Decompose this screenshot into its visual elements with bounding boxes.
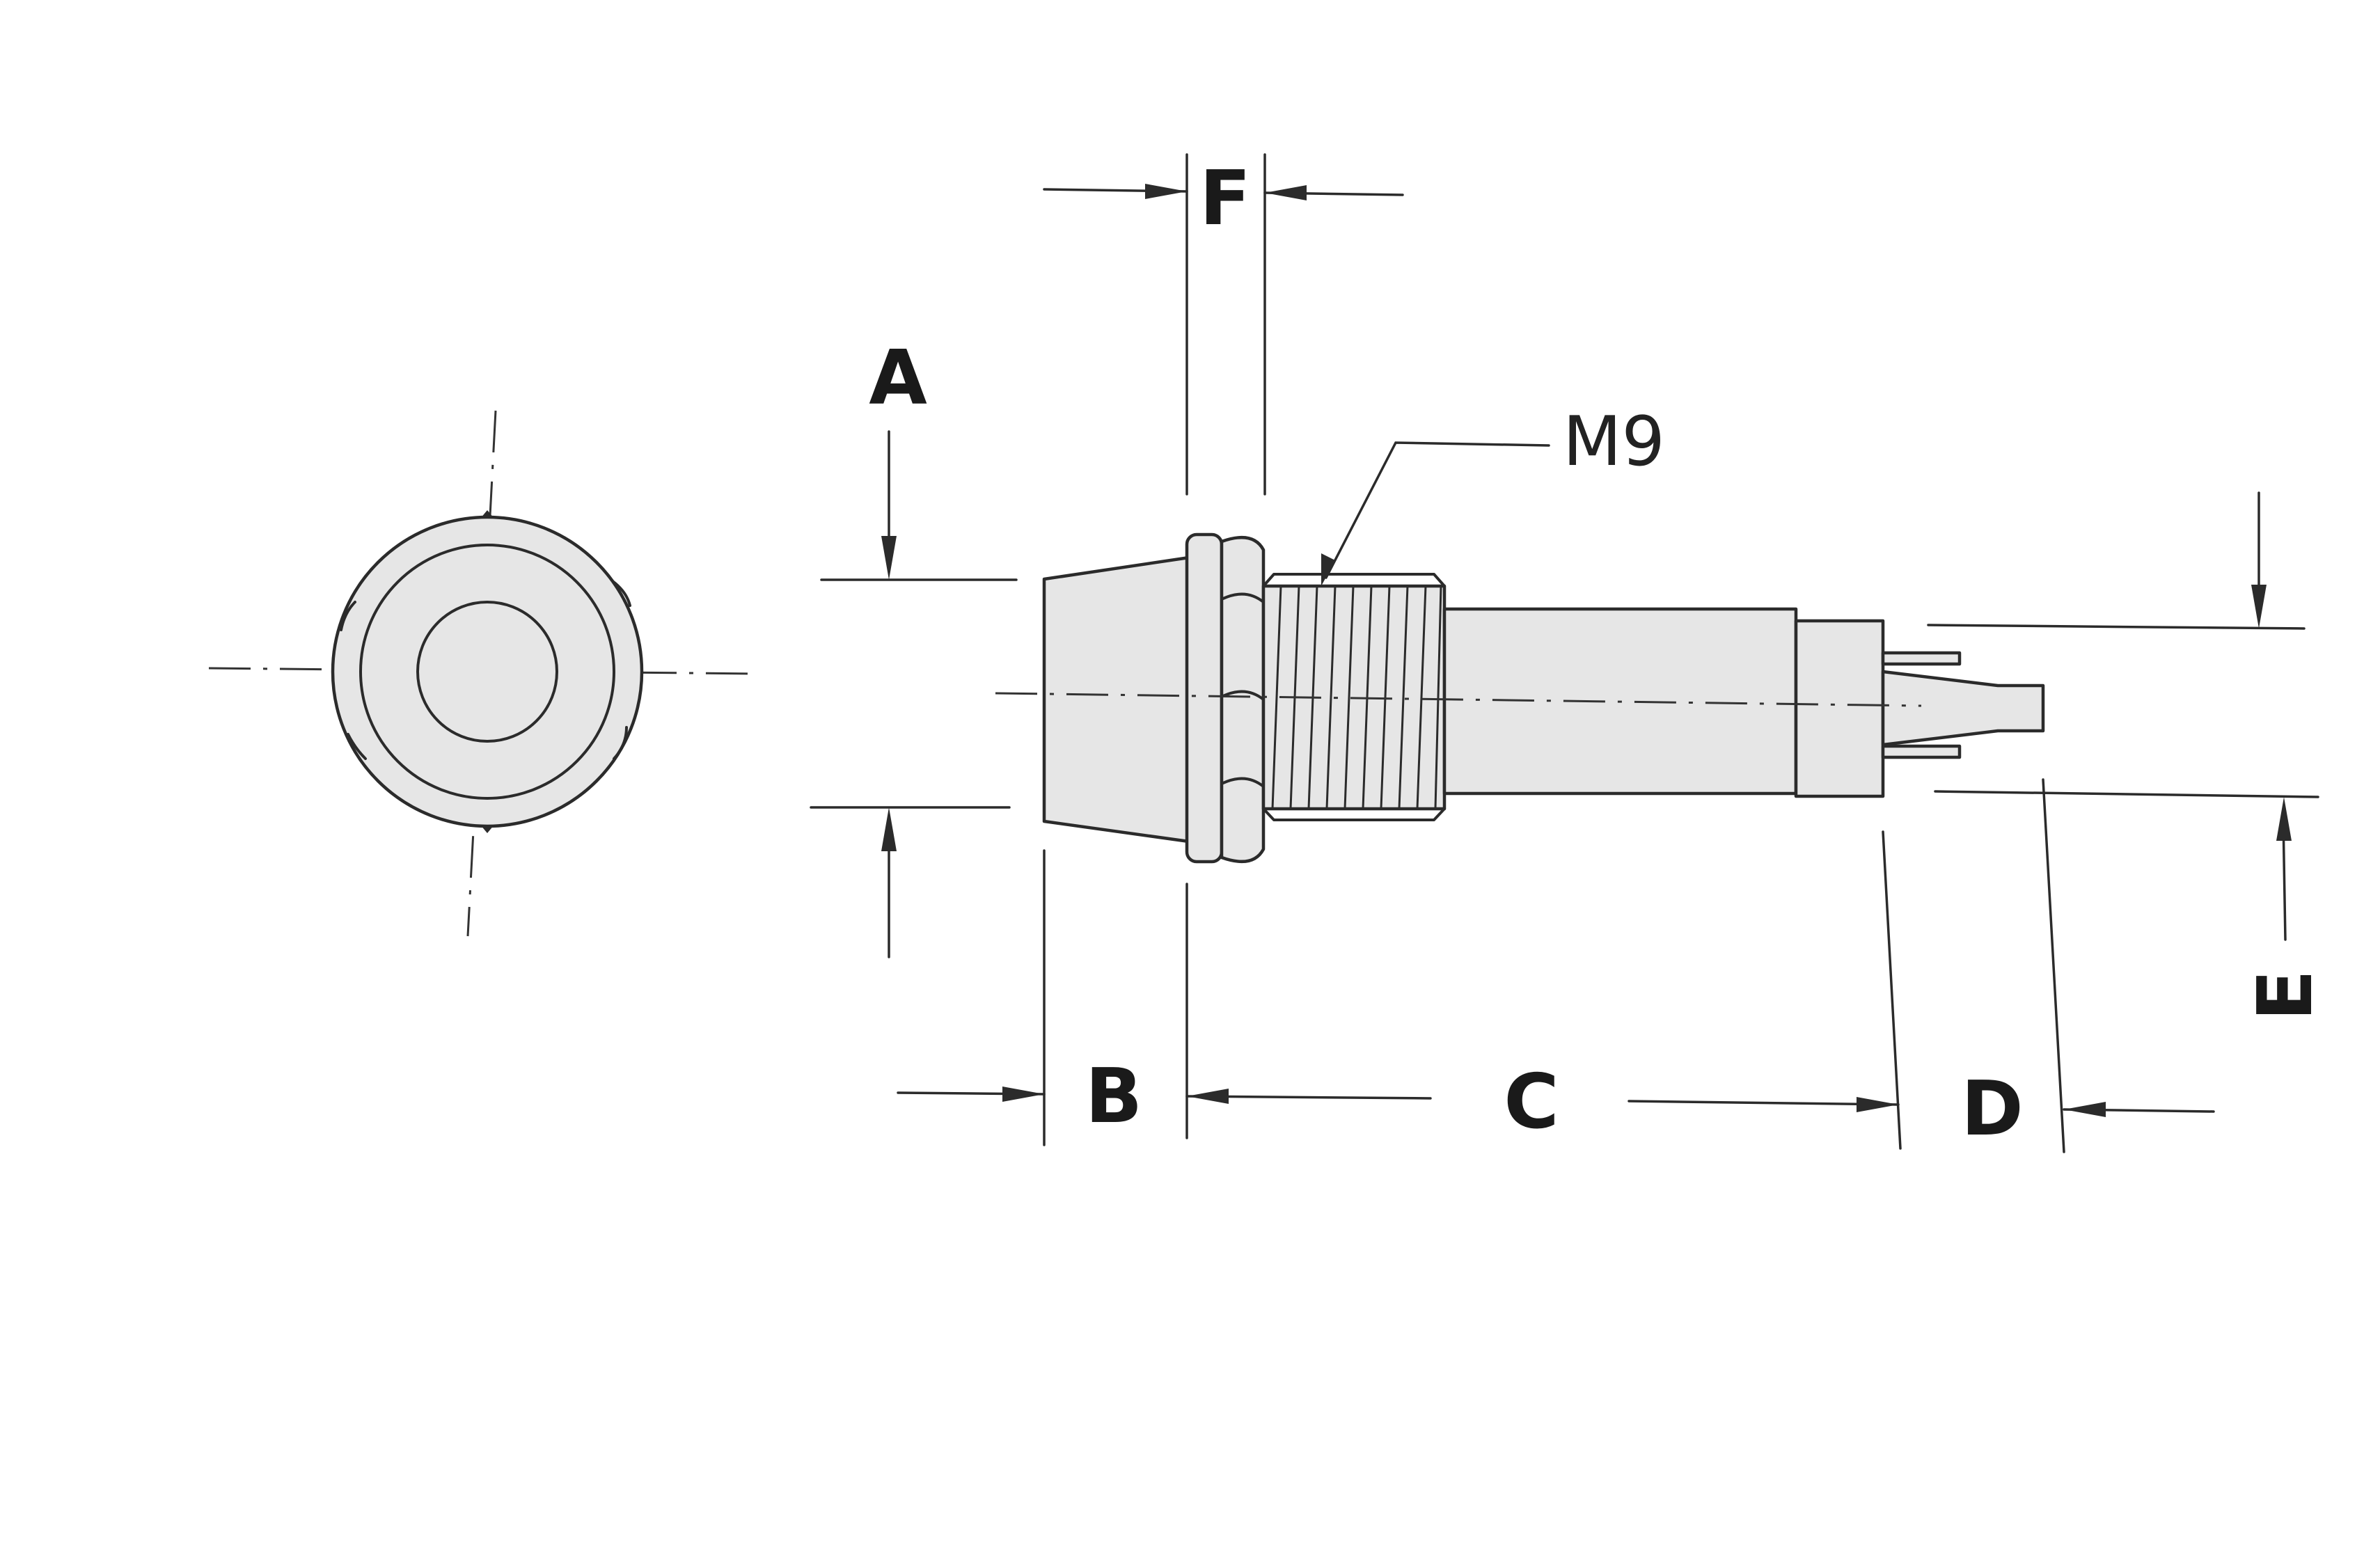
terminal-housing — [1794, 619, 1885, 798]
terminal-pins — [1881, 651, 2045, 759]
dimension-lines — [810, 153, 2319, 1153]
label-e: E — [2242, 970, 2329, 1021]
side-view — [995, 532, 2045, 864]
dimension-labels: A F B C D E M9 — [869, 155, 2329, 1153]
end-view-bezel — [359, 544, 615, 800]
end-view-outer-ring — [331, 515, 644, 828]
end-view-lens — [416, 601, 558, 743]
end-view — [208, 410, 759, 937]
label-thread-m9: M9 — [1563, 402, 1665, 482]
label-d: D — [1961, 1066, 2024, 1153]
label-f: F — [1199, 155, 1251, 242]
bezel-cap — [1042, 555, 1196, 844]
label-c: C — [1504, 1059, 1559, 1146]
washer — [1185, 532, 1224, 864]
label-b: B — [1085, 1053, 1142, 1140]
hex-nut — [1220, 535, 1266, 864]
label-a: A — [869, 335, 927, 422]
